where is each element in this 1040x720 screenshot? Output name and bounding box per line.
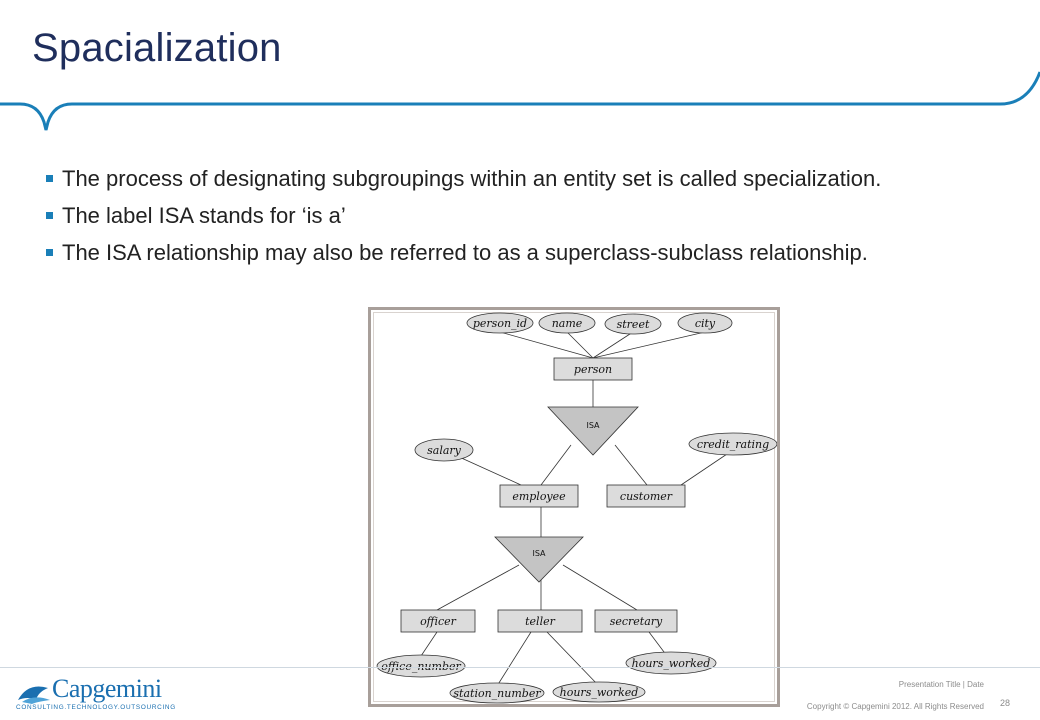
attribute-ellipse — [552, 681, 646, 703]
er-diagram: person_id name street city person ISA sa… — [376, 312, 777, 704]
er-diagram-figure: person_id name street city person ISA sa… — [368, 307, 780, 707]
entity-label: secretary — [610, 615, 663, 628]
entity-label: employee — [512, 490, 566, 503]
slide-title: Spacialization — [32, 26, 282, 70]
attribute-label: credit_rating — [697, 438, 769, 451]
isa-triangle — [547, 406, 639, 456]
entity-teller — [497, 609, 583, 633]
bullet-marker-icon — [46, 249, 53, 256]
bullet-item: The process of designating subgroupings … — [46, 164, 1006, 193]
bullet-item: The label ISA stands for ‘is a’ — [46, 201, 1006, 230]
capgemini-logo-icon — [18, 686, 50, 704]
entity-label: customer — [620, 490, 673, 503]
logo-tagline: CONSULTING.TECHNOLOGY.OUTSOURCING — [16, 704, 176, 711]
attribute-ellipse — [625, 651, 717, 675]
entity-secretary — [594, 609, 678, 633]
entity-employee — [499, 484, 579, 508]
logo-wordmark: Capgemini — [52, 674, 162, 703]
attribute-label: office_number — [381, 660, 461, 673]
presentation-meta: Presentation Title | Date — [898, 680, 984, 689]
attribute-label: station_number — [453, 687, 541, 700]
entity-label: officer — [420, 615, 457, 628]
attribute-label: hours_worked — [560, 686, 639, 699]
attribute-ellipse — [688, 432, 777, 456]
footer-divider — [0, 667, 1040, 668]
bullet-text: The label ISA stands for ‘is a’ — [62, 203, 346, 228]
isa-label: ISA — [532, 549, 546, 558]
entity-label: teller — [525, 615, 555, 628]
attribute-label: name — [552, 317, 583, 330]
bullet-marker-icon — [46, 175, 53, 182]
copyright-text: Copyright © Capgemini 2012. All Rights R… — [806, 702, 984, 711]
bullet-text: The ISA relationship may also be referre… — [62, 240, 868, 265]
attribute-label: street — [617, 318, 650, 331]
page-number: 28 — [999, 698, 1010, 708]
attribute-ellipse — [414, 438, 474, 462]
bullet-marker-icon — [46, 212, 53, 219]
entity-label: person — [574, 363, 612, 376]
title-swoosh — [0, 71, 1040, 131]
entity-officer — [400, 609, 476, 633]
attribute-ellipse — [376, 654, 466, 678]
bullet-text: The process of designating subgroupings … — [62, 166, 882, 191]
entity-customer — [606, 484, 686, 508]
entity-person — [553, 357, 633, 381]
isa-triangle — [494, 536, 584, 583]
attribute-ellipse — [604, 313, 662, 335]
diagram-lines — [420, 331, 734, 687]
attribute-label: person_id — [473, 317, 527, 330]
attribute-ellipse — [466, 312, 534, 334]
attribute-label: city — [695, 317, 716, 330]
attribute-ellipse — [677, 312, 733, 334]
bullet-list: The process of designating subgroupings … — [46, 164, 1006, 275]
attribute-label: salary — [427, 444, 462, 457]
attribute-label: hours_worked — [632, 657, 711, 670]
attribute-ellipse — [449, 682, 545, 704]
bullet-item: The ISA relationship may also be referre… — [46, 238, 1006, 267]
isa-label: ISA — [586, 421, 600, 430]
attribute-ellipse — [538, 312, 596, 334]
